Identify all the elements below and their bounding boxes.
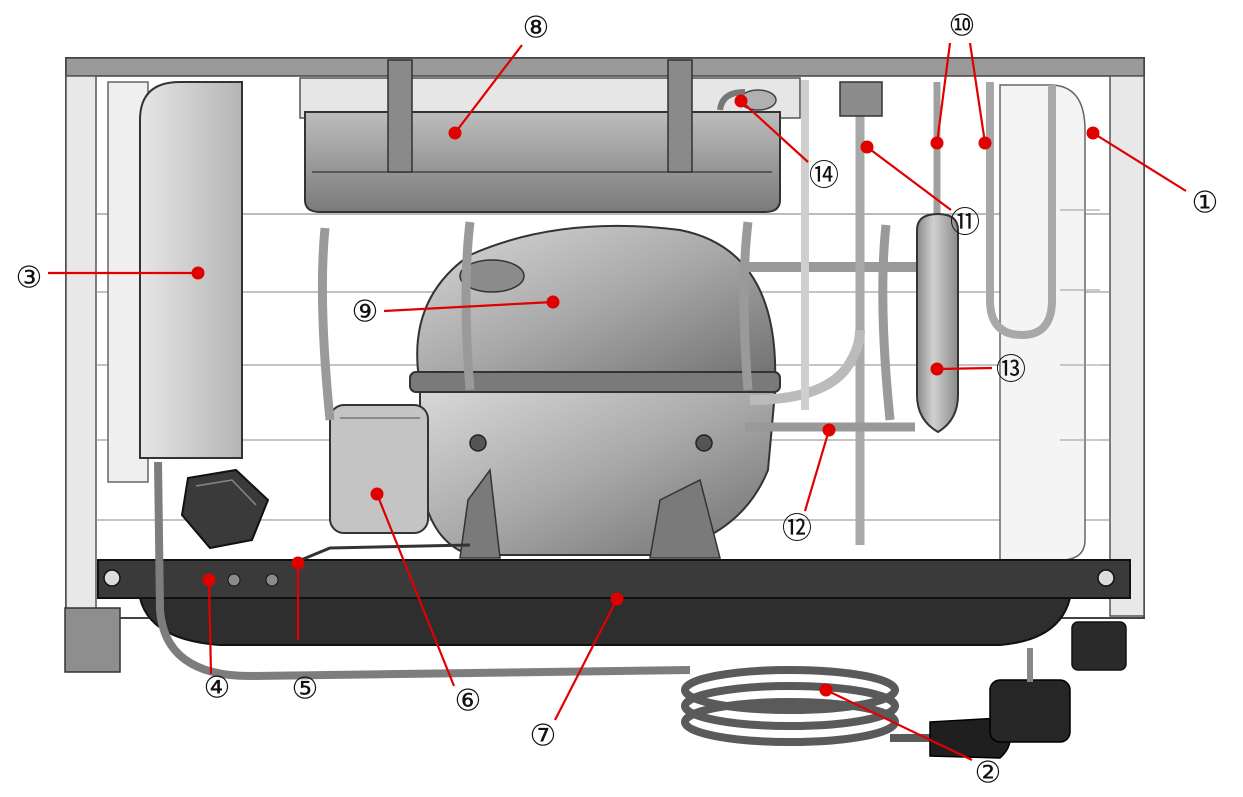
callout-14: ⑭ bbox=[734, 94, 839, 194]
callout-7-leader-line bbox=[554, 598, 618, 721]
callout-12: ⑫ bbox=[782, 423, 836, 547]
callout-1-leader-line bbox=[1092, 132, 1187, 192]
callouts-layer: ① ② ③ ④ ⑤ ⑥ ⑦ ⑧ ⑨ ⑩ ⑪ ⑫ ⑬ ⑭ bbox=[16, 9, 1219, 791]
callout-12-label: ⑫ bbox=[782, 512, 812, 547]
control-box bbox=[107, 81, 243, 483]
callout-10-dot bbox=[978, 136, 992, 150]
callout-8-dot bbox=[448, 126, 462, 140]
callout-13-label: ⑬ bbox=[996, 353, 1026, 388]
callout-6-dot bbox=[370, 487, 384, 501]
callout-9-label: ⑨ bbox=[352, 295, 379, 330]
callout-9: ⑨ bbox=[352, 295, 560, 330]
callout-7-label: ⑦ bbox=[530, 719, 557, 754]
callout-6-leader-line bbox=[375, 493, 456, 687]
callout-3-label: ③ bbox=[16, 261, 43, 296]
callout-14-label: ⑭ bbox=[809, 159, 839, 194]
callout-2-dot bbox=[819, 683, 833, 697]
callout-8: ⑧ bbox=[448, 11, 550, 140]
condensate-tubes bbox=[317, 221, 895, 421]
callout-3: ③ bbox=[16, 261, 205, 296]
callout-11-label: ⑪ bbox=[950, 206, 980, 241]
callout-2-label: ② bbox=[975, 756, 1002, 791]
callout-11-dot bbox=[860, 140, 874, 154]
starter-relay bbox=[180, 468, 270, 550]
compressor bbox=[409, 224, 781, 559]
callout-4-label: ④ bbox=[204, 671, 231, 706]
callout-8-label: ⑧ bbox=[523, 11, 550, 46]
callout-4: ④ bbox=[202, 573, 231, 706]
terminal-cover bbox=[329, 404, 429, 534]
callout-5-label: ⑤ bbox=[292, 672, 319, 707]
callout-2: ② bbox=[819, 683, 1002, 791]
callout-4-dot bbox=[202, 573, 216, 587]
callout-13-dot bbox=[930, 362, 944, 376]
callout-9-dot bbox=[546, 295, 560, 309]
callout-10-dot bbox=[930, 136, 944, 150]
callout-7-dot bbox=[610, 592, 624, 606]
callout-6: ⑥ bbox=[370, 487, 482, 719]
callout-1: ① bbox=[1086, 126, 1219, 221]
callout-10-label: ⑩ bbox=[949, 9, 976, 44]
callout-13-leader-line bbox=[936, 366, 993, 371]
callout-8-leader-line bbox=[454, 44, 523, 134]
filter-drier bbox=[916, 212, 959, 434]
callout-10-leader-line bbox=[935, 42, 952, 144]
callout-14-dot bbox=[734, 94, 748, 108]
callout-12-dot bbox=[822, 423, 836, 437]
callout-1-dot bbox=[1086, 126, 1100, 140]
callout-11: ⑪ bbox=[860, 140, 980, 241]
callout-5-dot bbox=[291, 556, 305, 570]
callout-13: ⑬ bbox=[930, 353, 1026, 388]
earth-wire bbox=[295, 543, 471, 640]
callout-5: ⑤ bbox=[291, 556, 319, 707]
drip-tray bbox=[299, 59, 801, 213]
callout-7: ⑦ bbox=[530, 592, 624, 754]
callout-10-leader-line bbox=[968, 42, 987, 144]
callout-2-leader-line bbox=[825, 689, 973, 761]
callout-14-leader-line bbox=[740, 100, 809, 163]
callout-10: ⑩ bbox=[930, 9, 992, 150]
cabinet-feet bbox=[64, 607, 1127, 673]
callout-1-label: ① bbox=[1192, 186, 1219, 221]
callout-9-leader-line bbox=[383, 300, 554, 313]
callout-6-label: ⑥ bbox=[455, 684, 482, 719]
power-cord bbox=[154, 461, 1071, 759]
callout-3-dot bbox=[191, 266, 205, 280]
callout-11-leader-line bbox=[866, 146, 952, 211]
callout-12-leader-line bbox=[803, 429, 831, 512]
callout-4-leader-line bbox=[207, 579, 213, 675]
